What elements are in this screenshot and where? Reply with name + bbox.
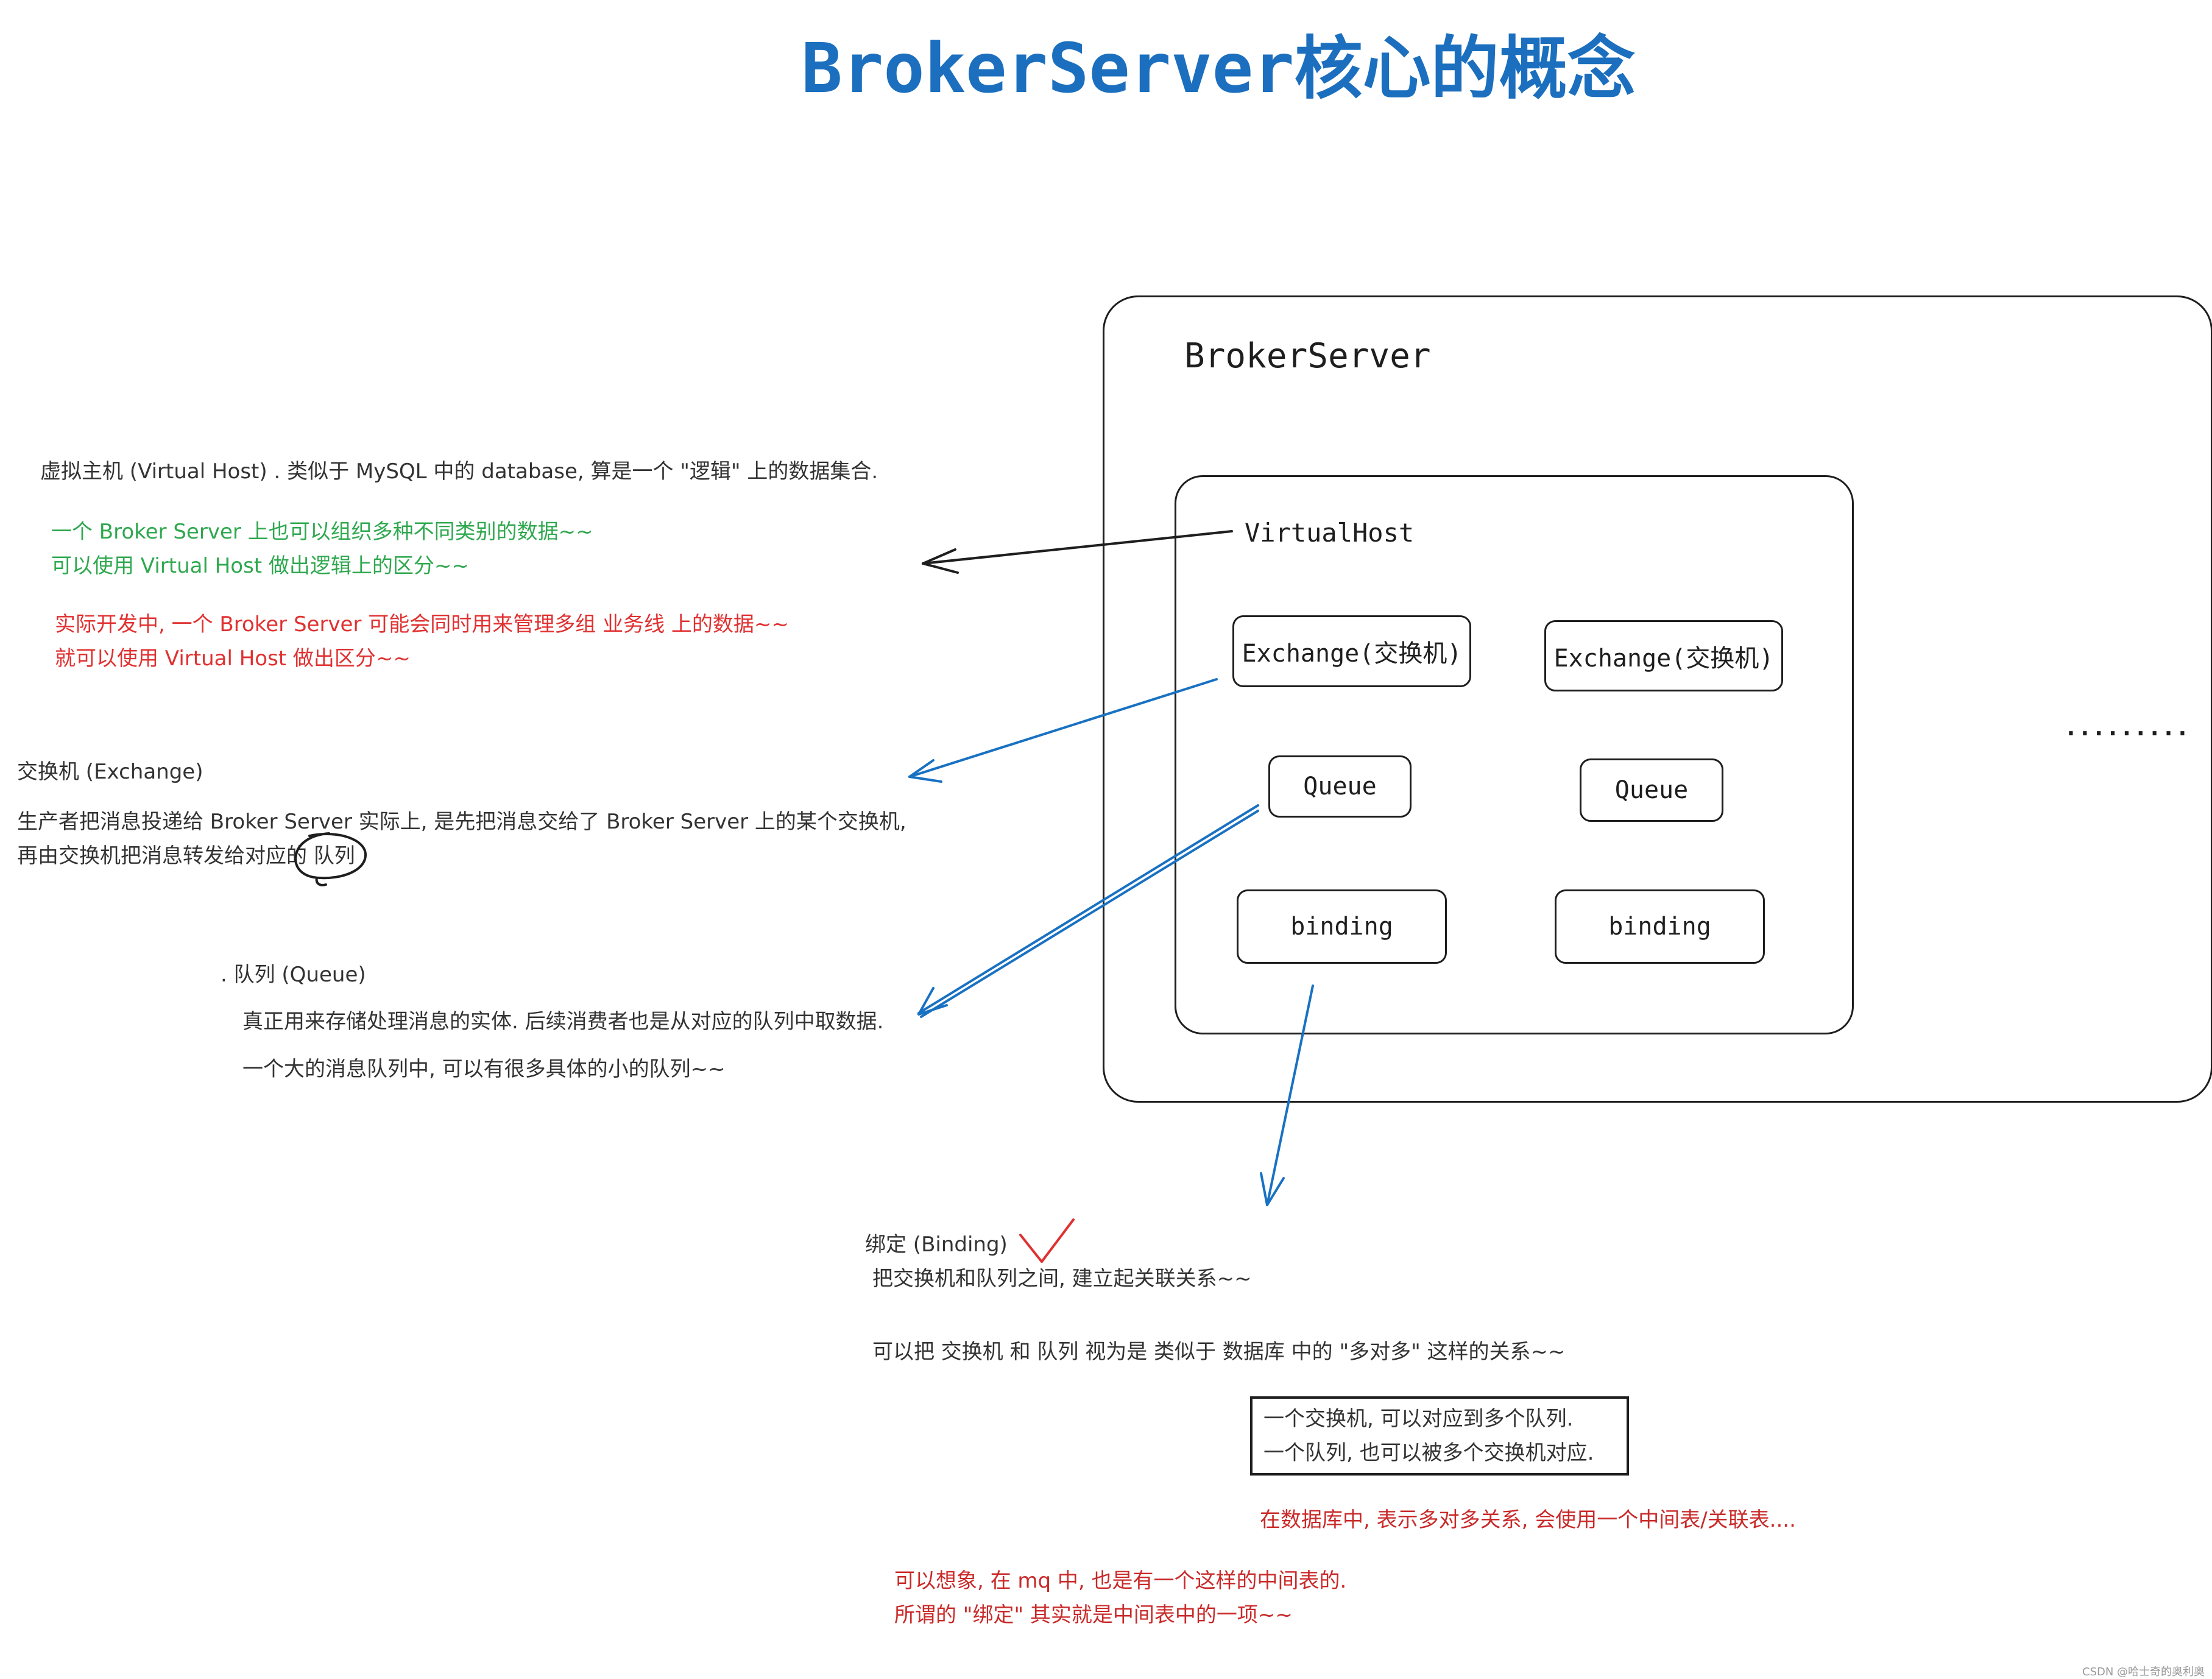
exchange-description-2-text: 再由交换机把消息转发给对应的 (17, 844, 307, 868)
vhost-red-note-2: 就可以使用 Virtual Host 做出区分~~ (55, 646, 411, 671)
page-title: BrokerServer核心的概念 (801, 29, 1636, 108)
exchange-description-1: 生产者把消息投递给 Broker Server 实际上, 是先把消息交给了 Br… (17, 810, 906, 834)
queue-description-1: 真正用来存储处理消息的实体. 后续消费者也是从对应的队列中取数据. (242, 1009, 884, 1034)
vhost-arrow (922, 530, 1233, 574)
exchange-arrow (908, 678, 1218, 783)
binding-description-1: 把交换机和队列之间, 建立起关联关系~~ (872, 1267, 1252, 1291)
binding-node-1: binding (1237, 889, 1447, 964)
vhost-green-note-1: 一个 Broker Server 上也可以组织多种不同类别的数据~~ (51, 520, 593, 544)
mq-association-note-1: 可以想象, 在 mq 中, 也是有一个这样的中间表的. (894, 1569, 1347, 1593)
broker-server-box (1103, 295, 2212, 1103)
queue-heading: . 队列 (Queue) (221, 963, 366, 987)
queue-node-2: Queue (1580, 758, 1723, 822)
queue-arrow (917, 804, 1259, 1018)
broker-server-label: BrokerServer (1184, 336, 1431, 376)
circled-queue-word: 队列 (313, 844, 355, 868)
exchange-node-1: Exchange(交换机) (1232, 615, 1471, 687)
watermark: CSDN @哈士奇的奥利奥 (2082, 1666, 2205, 1678)
more-ellipsis: ......... (2064, 714, 2189, 741)
queue-word-circle (294, 832, 367, 886)
queue-node-1: Queue (1268, 755, 1412, 818)
exchange-heading: 交换机 (Exchange) (17, 760, 203, 784)
db-association-note: 在数据库中, 表示多对多关系, 会使用一个中间表/关联表.... (1260, 1508, 1796, 1532)
binding-arrow (1260, 984, 1314, 1206)
vhost-red-note-1: 实际开发中, 一个 Broker Server 可能会同时用来管理多组 业务线 … (55, 612, 789, 637)
vhost-description: 虚拟主机 (Virtual Host) . 类似于 MySQL 中的 datab… (40, 459, 878, 484)
checkmark-icon (1019, 1218, 1075, 1263)
many-to-many-box (1250, 1396, 1629, 1476)
virtual-host-box (1175, 475, 1854, 1034)
binding-node-2: binding (1555, 889, 1765, 964)
many-to-many-line-1: 一个交换机, 可以对应到多个队列. (1263, 1407, 1574, 1431)
exchange-node-2: Exchange(交换机) (1544, 620, 1783, 691)
binding-description-2: 可以把 交换机 和 队列 视为是 类似于 数据库 中的 "多对多" 这样的关系~… (872, 1340, 1566, 1364)
queue-description-2: 一个大的消息队列中, 可以有很多具体的小的队列~~ (242, 1057, 726, 1081)
vhost-green-note-2: 可以使用 Virtual Host 做出逻辑上的区分~~ (51, 554, 469, 578)
binding-heading: 绑定 (Binding) (865, 1232, 1008, 1257)
exchange-description-2: 再由交换机把消息转发给对应的 队列 (17, 846, 355, 866)
many-to-many-line-2: 一个队列, 也可以被多个交换机对应. (1263, 1441, 1594, 1465)
mq-association-note-2: 所谓的 "绑定" 其实就是中间表中的一项~~ (894, 1603, 1293, 1627)
virtual-host-label: VirtualHost (1245, 518, 1415, 548)
